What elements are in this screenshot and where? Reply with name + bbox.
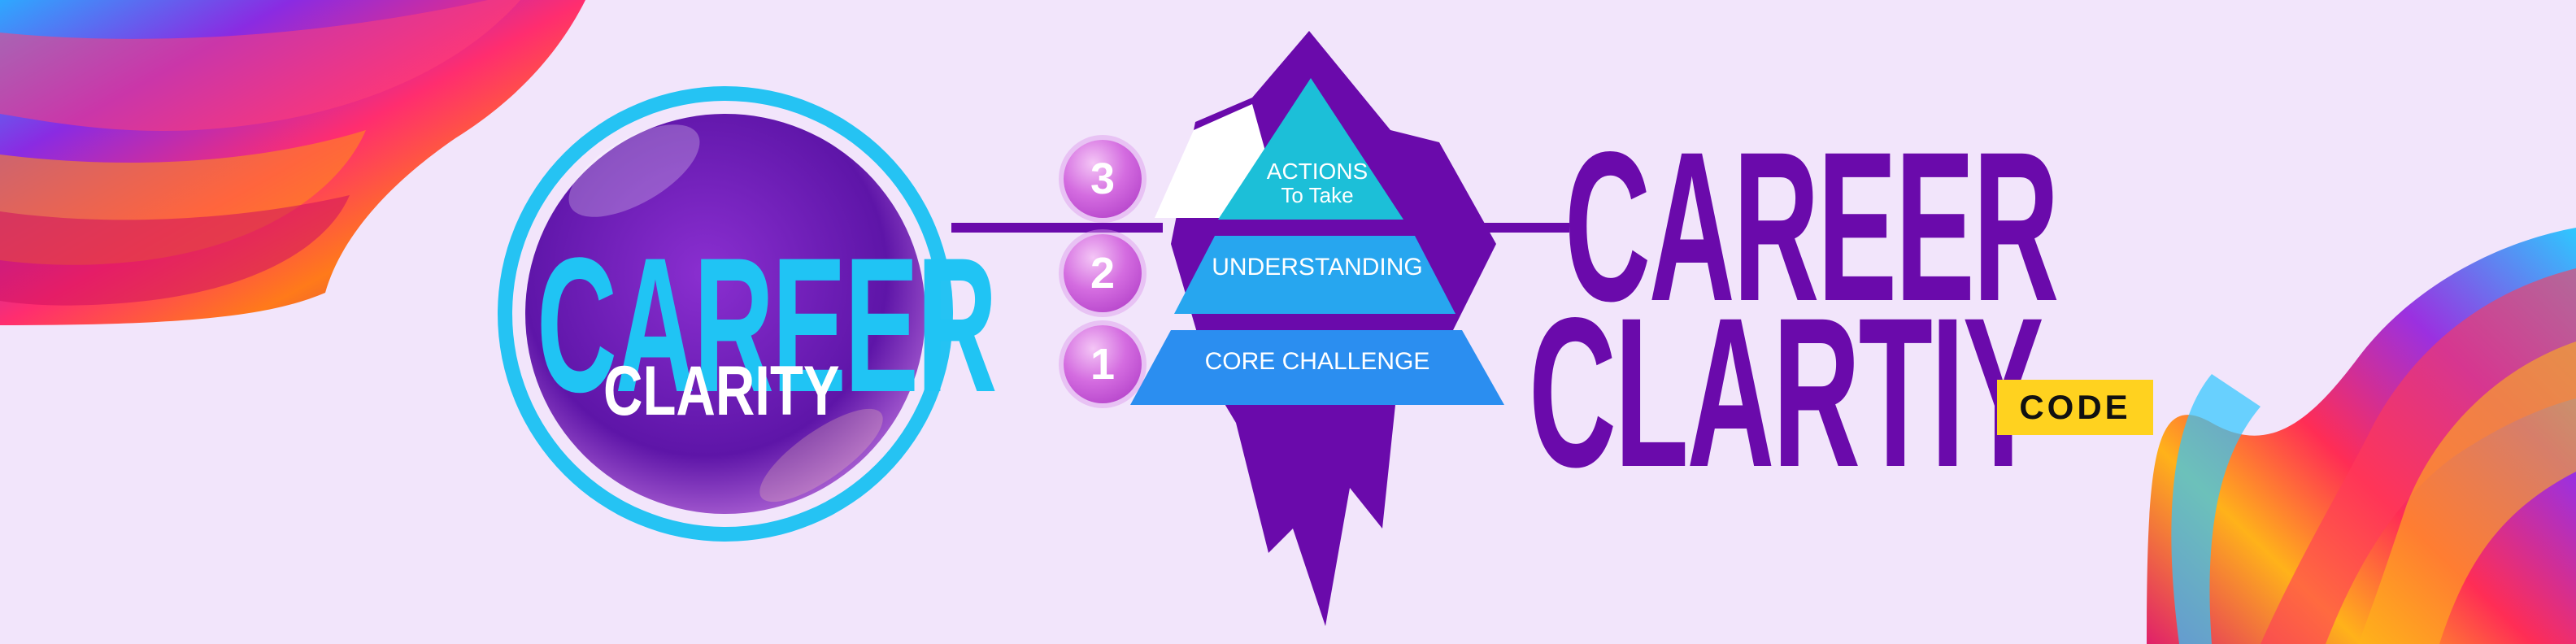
pyramid-label-understanding: UNDERSTANDING bbox=[1212, 254, 1423, 281]
pyramid-label-actions-sub: To Take bbox=[1281, 183, 1354, 207]
pyramid-label-core-challenge: CORE CHALLENGE bbox=[1204, 348, 1430, 375]
swirl-top-left bbox=[0, 0, 585, 325]
step-badge-3: 3 bbox=[1064, 140, 1142, 218]
iceberg-pyramid bbox=[1130, 31, 1504, 626]
orb-subtitle: CLARITY bbox=[603, 352, 840, 430]
headline-line-2: CLARTIY bbox=[1529, 273, 2043, 511]
step-badge-1: 1 bbox=[1064, 325, 1142, 403]
pyramid-label-actions: ACTIONS bbox=[1266, 159, 1368, 184]
step-badge-2: 2 bbox=[1064, 234, 1142, 312]
headline-line-1: CAREER bbox=[1564, 107, 2059, 346]
code-tag: CODE bbox=[1997, 380, 2153, 435]
orb-title: CAREER bbox=[537, 218, 997, 433]
career-clarity-orb bbox=[498, 86, 953, 542]
swirl-bottom-right bbox=[2147, 228, 2576, 644]
